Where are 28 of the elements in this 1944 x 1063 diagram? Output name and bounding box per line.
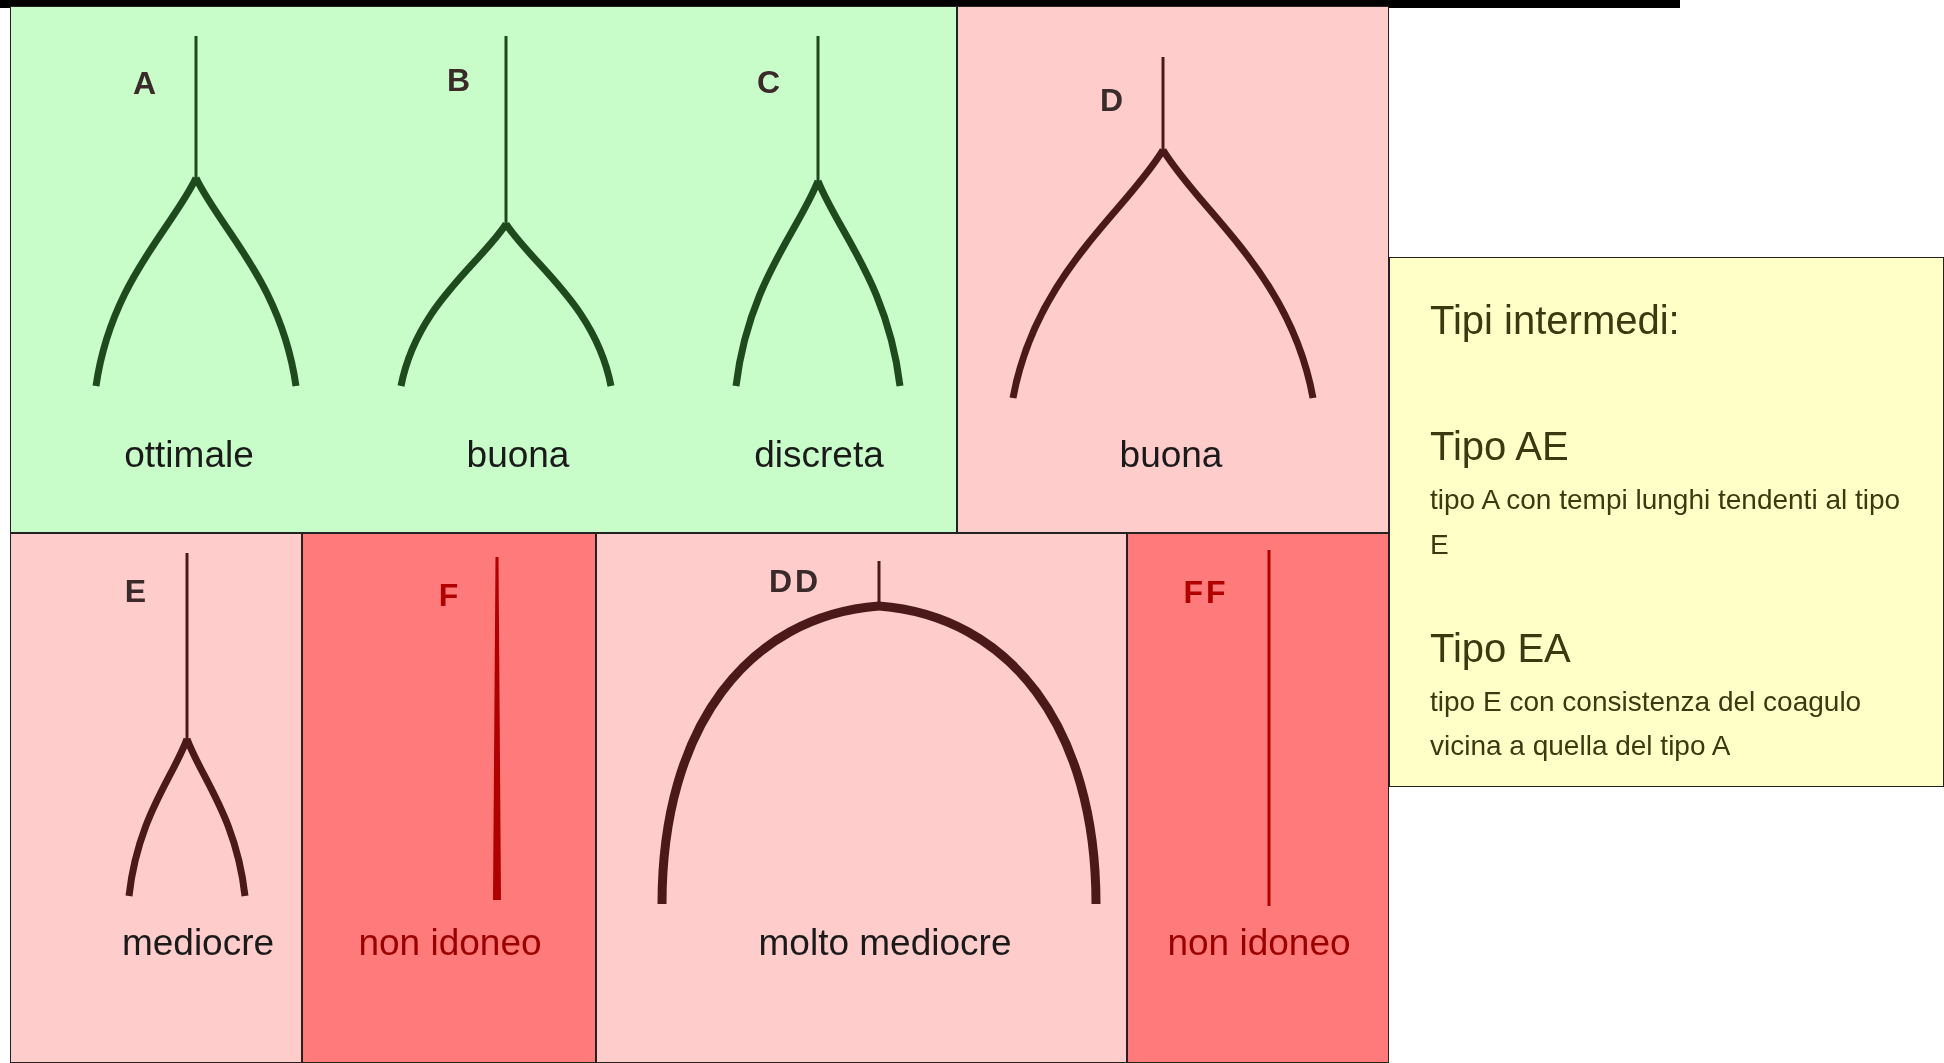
quality-label: non idoneo [358,922,542,964]
panel [302,533,596,1063]
quality-label: buona [1119,434,1223,476]
type-letter: FF [1183,573,1229,611]
subheading: Tipo EA [1430,624,1572,672]
quality-label: discreta [754,434,884,476]
quality-label: mediocre [121,922,275,964]
subheading: Tipo AE [1430,423,1570,470]
quality-label: buona [466,434,570,476]
quality-label: ottimale [124,434,254,476]
panel [10,533,302,1063]
type-letter: C [756,63,784,101]
panel [1127,533,1389,1063]
panel [596,533,1127,1063]
type-letter: E [124,572,150,610]
note-card [1389,257,1944,787]
quality-label: molto mediocre [758,922,1012,964]
heading: Tipi intermedi: [1430,297,1681,344]
type-letter: D [1099,81,1127,119]
type-letter: B [446,61,474,99]
panel [10,6,957,533]
type-letter: DD [768,562,822,600]
panel [957,6,1389,533]
quality-label: non idoneo [1167,922,1351,964]
description: tipo E con consistenza del coagulo vicina a quella del tipo A [1430,684,1863,764]
type-letter: A [132,64,160,102]
type-letter: F [438,576,462,614]
description: tipo A con tempi lunghi tendenti al tipo E [1430,483,1902,562]
